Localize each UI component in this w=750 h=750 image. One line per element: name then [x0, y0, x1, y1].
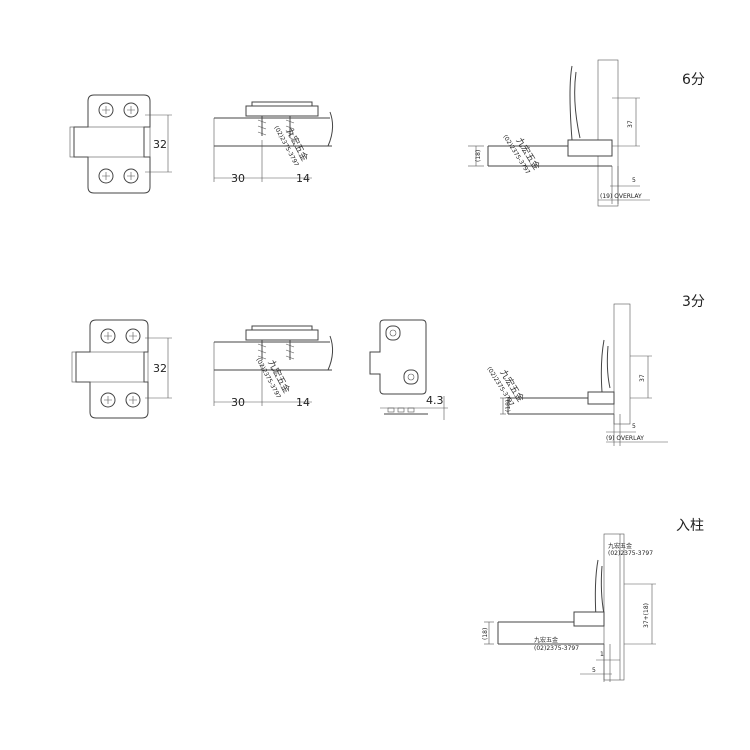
row3-thick-18-label: (18) [482, 628, 489, 640]
watermark-name: 九宏五金 [534, 636, 558, 644]
row3-watermark-bottom: 九宏五金 (02)2375-3797 [534, 636, 579, 652]
row2-overlay-type-tag: 3分 [682, 294, 705, 310]
watermark-phone: (02)2375-3797 [608, 550, 653, 557]
watermark-phone: (02)2375-3797 [534, 645, 579, 652]
row2-height-32-label: 32 [153, 362, 167, 375]
row2-side-view: 30 14 九宏五金 (02)2375-3797 [213, 325, 334, 409]
plate-4-3-label: 4.3 [426, 394, 444, 407]
row1-dist-14-label: 14 [296, 172, 310, 185]
row1-install-view: 37 (18) 5 (19) OVERLAY 九宏五金 (02)2375-379… [468, 59, 705, 207]
row1-overlay-label: (19) OVERLAY [600, 193, 642, 200]
row3-gap-1-label: 1 [600, 651, 604, 658]
row3-inset-37-18-label: 37+(18) [643, 603, 650, 628]
row2-dist-14-label: 14 [296, 396, 310, 409]
row1-side-view: 30 14 九宏五金 (02)2375-3797 [213, 101, 334, 185]
row1-vert-37-label: 37 [627, 120, 634, 128]
row3-gap-5-label: 5 [592, 667, 596, 674]
row1-height-32-label: 32 [153, 138, 167, 151]
row3-install-view: 37+(18) (18) 1 5 九宏五金 (02)2375-3797 九宏五金… [482, 518, 704, 682]
row1-front-view: 32 [69, 94, 172, 194]
row1-gap-5-label: 5 [632, 177, 636, 184]
row2-overlay-label: (9) OVERLAY [606, 435, 644, 442]
row2-dist-30-label: 30 [231, 396, 245, 409]
row1-side-watermark: 九宏五金 (02)2375-3797 [273, 125, 311, 168]
row1-overlay-type-tag: 6分 [682, 72, 705, 88]
watermark-name: 九宏五金 [608, 542, 632, 550]
row3-watermark-top: 九宏五金 (02)2375-3797 [608, 542, 653, 557]
row2-thick-18-label: (18) [505, 400, 512, 412]
row2-install-watermark: 九宏五金 (02)2375-3797 [485, 366, 526, 408]
row1-thick-18-label: (18) [475, 150, 482, 162]
row3-overlay-type-tag: 入柱 [676, 518, 704, 534]
row2-install-view: 37 (18) 5 (9) OVERLAY 九宏五金 (02)2375-3797… [485, 294, 705, 446]
row2-gap-5-label: 5 [632, 423, 636, 430]
row1-dist-30-label: 30 [231, 172, 245, 185]
row1-install-watermark: 九宏五金 (02)2375-3797 [501, 134, 542, 176]
row2-side-watermark: 九宏五金 (02)2375-3797 [255, 357, 293, 400]
row2-front-view: 32 [71, 319, 172, 419]
row2-mounting-plate: 4.3 [369, 319, 448, 420]
row2-vert-37-label: 37 [639, 374, 646, 382]
